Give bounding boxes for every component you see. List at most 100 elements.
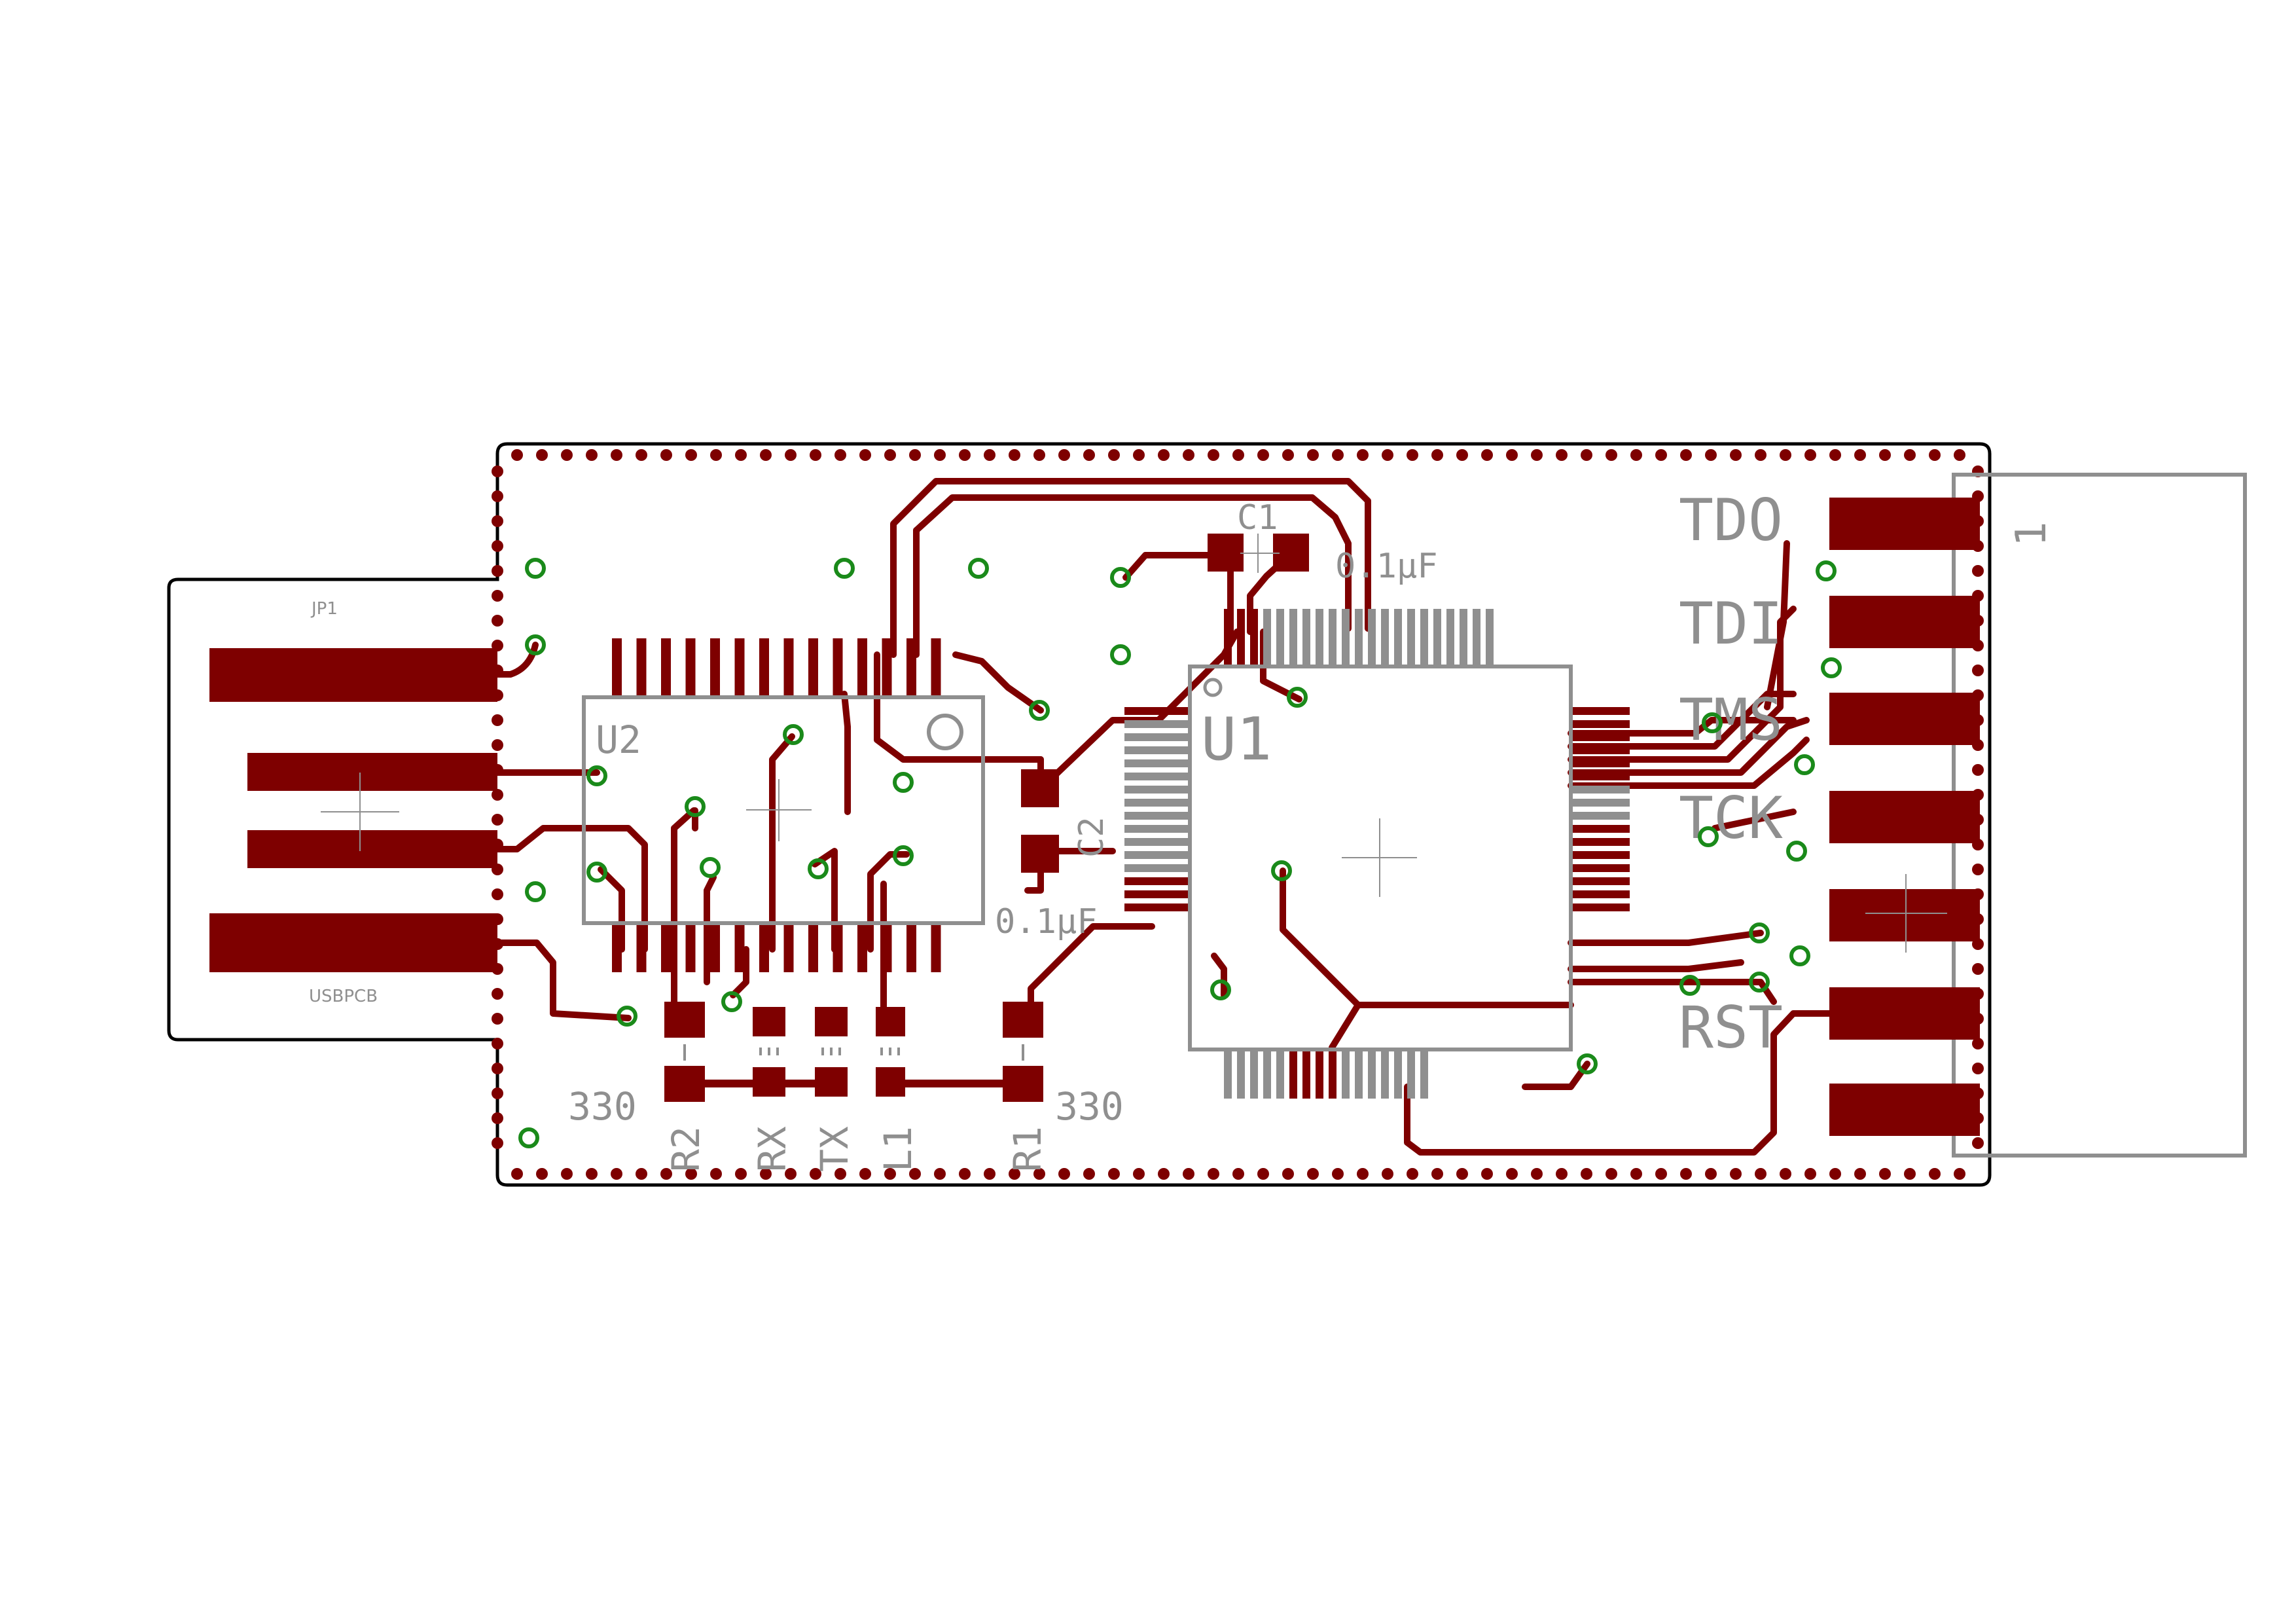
u2-pin bbox=[808, 638, 818, 697]
u1-pin bbox=[1460, 609, 1467, 666]
u1-pin bbox=[1368, 609, 1376, 666]
stitch-dot bbox=[785, 1168, 797, 1180]
stitch-dot bbox=[1282, 1168, 1294, 1180]
usb-pad-vbus bbox=[209, 648, 497, 702]
stitch-dot bbox=[492, 814, 503, 826]
u2-pin bbox=[783, 923, 794, 972]
u1-pin bbox=[1224, 609, 1232, 666]
l1-pad-1 bbox=[876, 1007, 905, 1036]
u1-pin bbox=[1355, 1049, 1363, 1099]
u1-pin bbox=[1571, 799, 1630, 807]
chip-u2: U2 bbox=[582, 638, 985, 972]
stitch-dot bbox=[1972, 764, 1984, 776]
usb-pad-gnd bbox=[209, 913, 497, 972]
u1-pin bbox=[1224, 1049, 1232, 1099]
u2-pin bbox=[833, 638, 843, 697]
stitch-dot bbox=[660, 1168, 672, 1180]
via bbox=[525, 881, 546, 902]
stitch-dot bbox=[611, 1168, 622, 1180]
stitch-dot bbox=[1058, 449, 1070, 461]
vias bbox=[518, 558, 1842, 1148]
r2-pad-1 bbox=[664, 1002, 705, 1038]
stitch-dot bbox=[492, 1063, 503, 1074]
u1-pin bbox=[1263, 1049, 1271, 1099]
u1-pin bbox=[1237, 609, 1245, 666]
capacitor-c2 bbox=[1021, 769, 1059, 873]
stitch-dot bbox=[1556, 449, 1568, 461]
u2-pin bbox=[734, 923, 745, 972]
u2-pin bbox=[661, 638, 671, 697]
u1-pin bbox=[1124, 707, 1190, 715]
stitch-dot bbox=[636, 449, 647, 461]
u1-pin bbox=[1473, 609, 1480, 666]
r2-pad-2 bbox=[664, 1066, 705, 1102]
stitch-dot bbox=[1780, 1168, 1791, 1180]
stitch-dot bbox=[561, 449, 573, 461]
stitch-dot bbox=[859, 1168, 871, 1180]
jtag-pad-tdo bbox=[1829, 498, 1980, 550]
stitch-dot bbox=[1232, 449, 1244, 461]
via bbox=[1577, 1053, 1598, 1074]
u2-pin bbox=[906, 923, 916, 972]
u1-pin bbox=[1571, 903, 1630, 911]
stitch-dot bbox=[1456, 449, 1468, 461]
stitch-dot bbox=[1730, 449, 1742, 461]
via bbox=[1287, 687, 1308, 708]
via bbox=[1702, 712, 1723, 733]
stitch-dot bbox=[1257, 449, 1269, 461]
stitch-dot bbox=[834, 1168, 846, 1180]
via bbox=[893, 772, 914, 793]
stitch-dot bbox=[1804, 449, 1816, 461]
stitch-dot bbox=[1357, 449, 1369, 461]
label-c2: C2 bbox=[1072, 816, 1111, 858]
u1-pin bbox=[1433, 609, 1441, 666]
stitch-dot bbox=[1133, 1168, 1145, 1180]
stitch-dot bbox=[1854, 1168, 1866, 1180]
label-c1: C1 bbox=[1237, 498, 1278, 538]
stitch-dot bbox=[1581, 449, 1592, 461]
stitch-dot bbox=[934, 1168, 946, 1180]
u1-pin bbox=[1381, 1049, 1389, 1099]
u1-pin bbox=[1250, 609, 1258, 666]
stitch-dot bbox=[1972, 1063, 1984, 1074]
stitch-dot bbox=[735, 449, 747, 461]
u1-pin bbox=[1394, 1049, 1402, 1099]
u2-pin bbox=[661, 923, 671, 972]
u1-pin bbox=[1124, 812, 1190, 820]
via bbox=[1749, 972, 1770, 993]
via bbox=[525, 558, 546, 579]
stitch-dot bbox=[685, 1168, 697, 1180]
c2-pad-1 bbox=[1021, 769, 1059, 807]
stitch-dot bbox=[1407, 449, 1418, 461]
stitch-dot bbox=[710, 449, 722, 461]
stitch-dot bbox=[492, 590, 503, 602]
r1-pad-2 bbox=[1003, 1066, 1043, 1102]
chip-u1: U1 bbox=[1124, 609, 1630, 1099]
u1-pin bbox=[1124, 720, 1190, 728]
u1-pin bbox=[1124, 733, 1190, 741]
u2-pin bbox=[833, 923, 843, 972]
u1-pin bbox=[1571, 733, 1630, 741]
stitch-dot bbox=[492, 540, 503, 552]
pad-separators bbox=[683, 1044, 1024, 1061]
stitch-dot bbox=[636, 1168, 647, 1180]
ground-stitching bbox=[492, 449, 1984, 1180]
u2-pin bbox=[759, 923, 769, 972]
usb-pad-dminus bbox=[247, 753, 497, 791]
via bbox=[1821, 657, 1842, 678]
usb-connector-jp1 bbox=[209, 648, 497, 972]
u2-pin bbox=[783, 638, 794, 697]
stitch-dot bbox=[1431, 1168, 1443, 1180]
r1-pad-1 bbox=[1003, 1002, 1043, 1038]
stitch-dot bbox=[1655, 449, 1667, 461]
stitch-dot bbox=[1158, 449, 1170, 461]
stitch-dot bbox=[492, 565, 503, 577]
via bbox=[1794, 754, 1815, 775]
u1-pin bbox=[1446, 609, 1454, 666]
stitch-dot bbox=[1257, 1168, 1269, 1180]
stitch-dot bbox=[1332, 1168, 1344, 1180]
label-r1-value: 330 bbox=[1055, 1084, 1124, 1129]
u1-pin bbox=[1250, 1049, 1258, 1099]
stitch-dot bbox=[1972, 1038, 1984, 1049]
